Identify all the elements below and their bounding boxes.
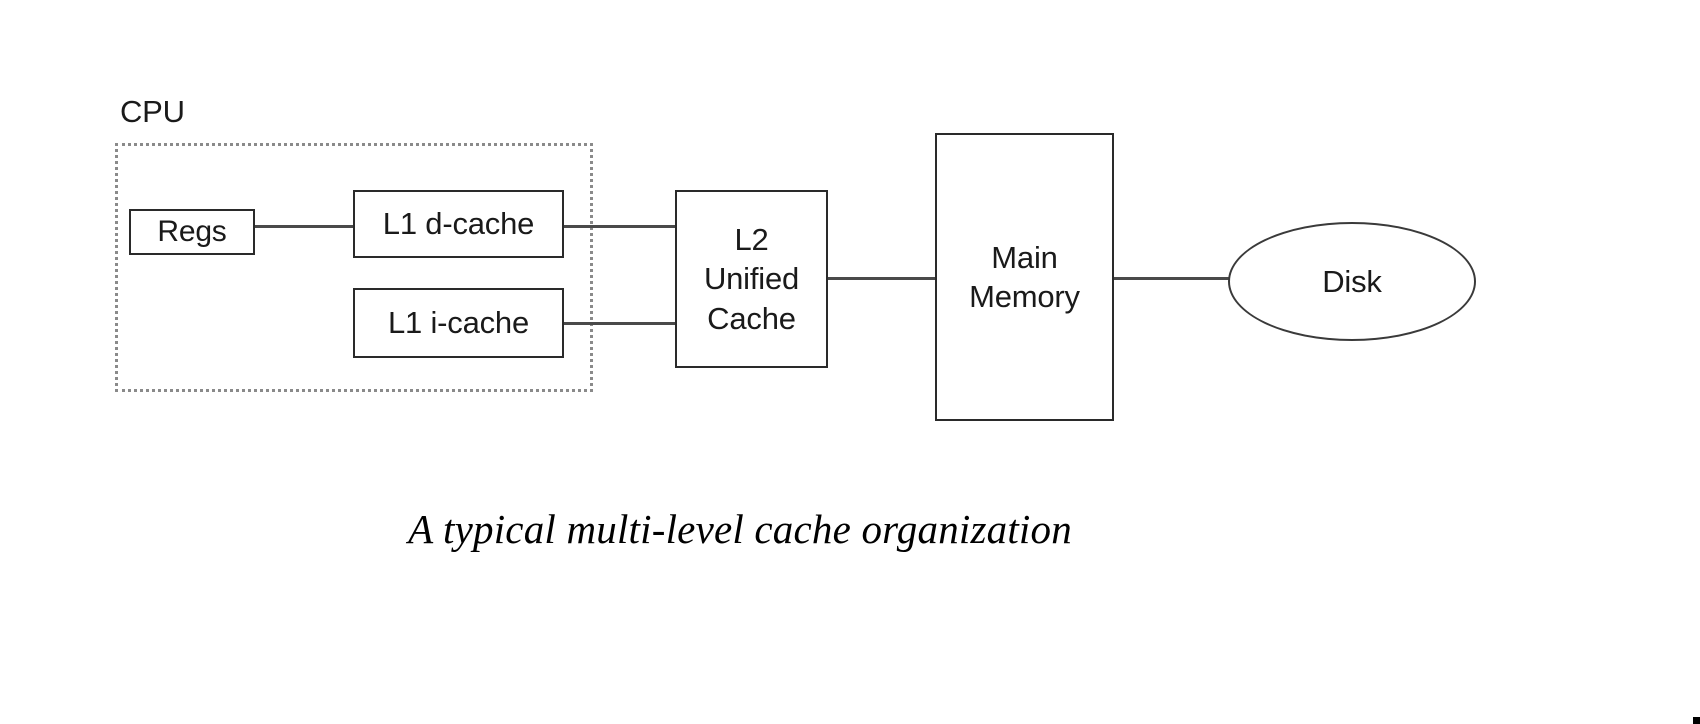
- node-l2-unified-cache: L2 Unified Cache: [675, 190, 828, 368]
- node-l1-d-cache: L1 d-cache: [353, 190, 564, 258]
- connector-l1-d-cache-to-l2: [561, 225, 678, 228]
- node-main-memory: Main Memory: [935, 133, 1114, 421]
- cpu-label: CPU: [120, 94, 185, 129]
- node-disk: Disk: [1228, 222, 1476, 341]
- diagram-caption: A typical multi-level cache organization: [408, 506, 1072, 552]
- connector-main-memory-to-disk: [1111, 277, 1243, 280]
- cpu-boundary-box: [115, 143, 593, 392]
- connector-regs-to-l1-d-cache: [252, 225, 356, 228]
- page-end-mark: [1693, 717, 1700, 724]
- connector-l2-to-main-memory: [825, 277, 937, 280]
- connector-l1-i-cache-to-l2: [561, 322, 678, 325]
- node-regs: Regs: [129, 209, 255, 255]
- node-l1-i-cache: L1 i-cache: [353, 288, 564, 358]
